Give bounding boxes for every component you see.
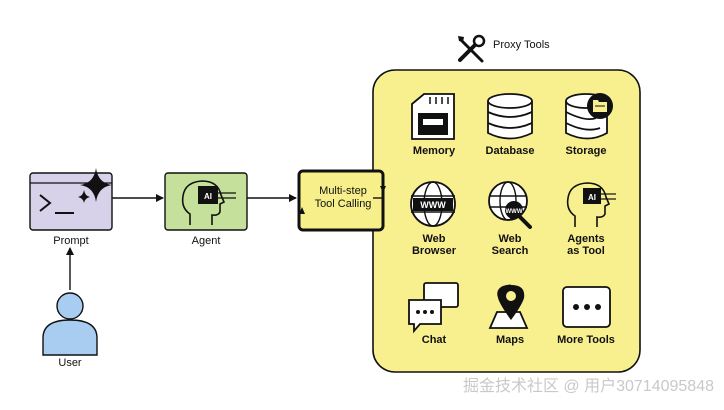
web-search-line1: Web [498,233,522,245]
web-browser-line2: Browser [411,245,457,257]
user-node [42,292,98,356]
tool-label-storage: Storage [565,145,607,157]
tool-calling-label: Multi-step Tool Calling [299,185,387,211]
tool-label-agents-as-tool: Agents as Tool [552,233,620,257]
storage-icon [565,93,613,140]
tool-label-web-search: Web Search [476,233,544,257]
agents-as-tool-line2: as Tool [567,245,605,257]
tool-label-chat: Chat [421,334,447,346]
terminal-prompt-icon [39,194,52,212]
sparkle-icon [80,168,112,202]
chat-bubbles-icon [408,282,459,334]
tool-label-database: Database [485,145,535,157]
memory-card-icon [411,93,455,140]
tool-label-web-browser: Web Browser [400,233,468,257]
web-browser-badge: WWW [420,200,446,210]
wrench-screwdriver-icon [458,34,486,63]
tool-label-memory: Memory [412,145,456,157]
web-search-badge: WWW [506,209,523,215]
tool-label-maps: Maps [495,334,525,346]
agent-chip-text: AI [204,192,212,201]
tool-calling-line2: Tool Calling [314,198,372,210]
tool-calling-node [297,169,386,232]
web-search-line2: Search [491,245,529,257]
tool-calling-line1: Multi-step [319,185,367,197]
web-search-icon: WWW [488,181,532,229]
agents-tool-chip-text: AI [588,193,596,202]
tool-label-more-tools: More Tools [557,334,615,346]
www-globe-icon: WWW [410,181,456,227]
agent-node: AI [164,172,248,231]
user-label: User [58,357,82,369]
prompt-label: Prompt [53,235,89,247]
more-dots-icon [562,286,611,328]
agents-as-tool-line1: Agents [567,233,605,245]
agents-as-tool-icon: AI [566,182,616,227]
prompt-node [29,168,113,231]
web-browser-line1: Web [422,233,446,245]
map-pin-icon [488,284,529,329]
agent-label: Agent [191,235,221,247]
watermark: 掘金技术社区 @ 用户3071409584​8 [462,378,714,395]
database-icon [487,93,533,140]
proxy-tools-title: Proxy Tools [493,39,550,51]
ai-head-icon: AI [181,180,236,225]
